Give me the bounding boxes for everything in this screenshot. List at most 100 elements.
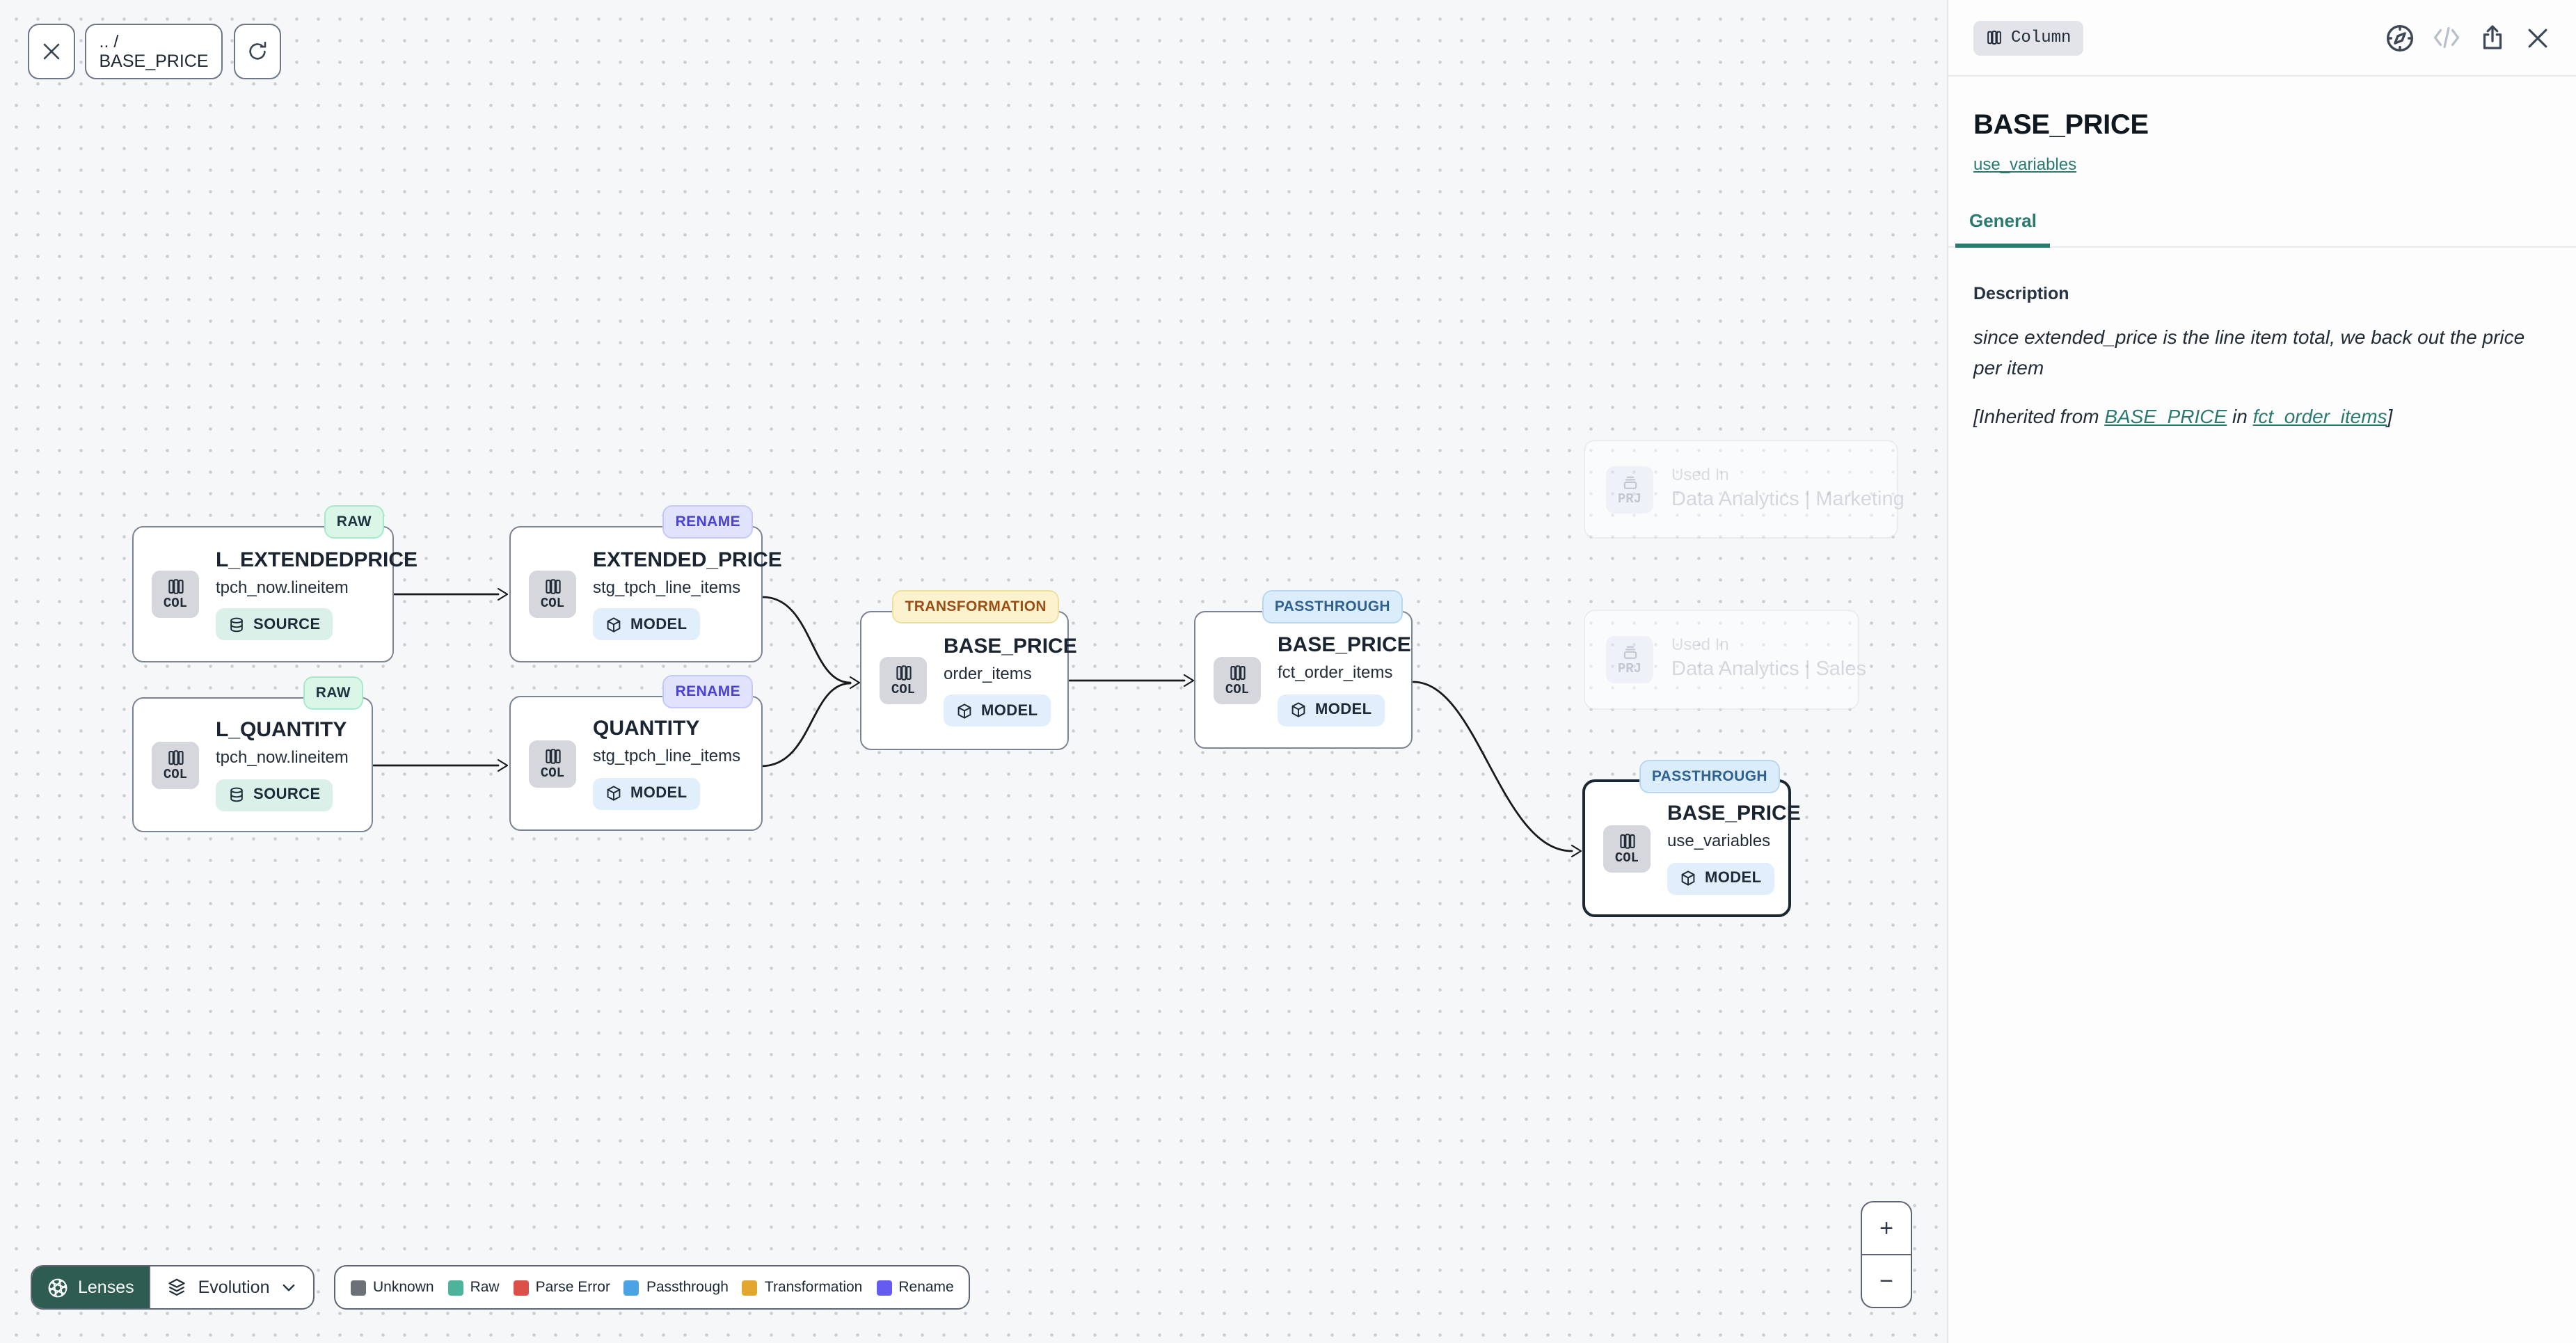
column-type-chip: COL	[152, 571, 199, 618]
database-icon	[228, 616, 245, 633]
description-label: Description	[1973, 284, 2069, 303]
node-subtitle: stg_tpch_line_items	[593, 746, 741, 766]
legend-swatch	[447, 1280, 463, 1295]
panel-title: BASE_PRICE	[1973, 110, 2149, 141]
zoom-controls: + −	[1861, 1201, 1912, 1308]
description-section: Description since extended_price is the …	[1973, 284, 2551, 432]
model-cube-icon	[1680, 870, 1696, 887]
node-title: QUANTITY	[593, 717, 700, 741]
used-in-name: Data Analytics | Marketing	[1671, 488, 1905, 511]
legend-item: Rename	[876, 1279, 954, 1296]
node-badge: RENAME	[662, 675, 753, 708]
columns-icon	[894, 665, 912, 683]
close-lineage-button[interactable]	[28, 24, 75, 79]
legend-item: Passthrough	[623, 1279, 729, 1296]
zoom-out-button[interactable]: −	[1879, 1267, 1893, 1294]
node-l-quantity[interactable]: RAW COL L_QUANTITY tpch_now.lineitem SOU…	[132, 676, 373, 832]
inherited-note: [Inherited from BASE_PRICE in fct_order_…	[1973, 405, 2393, 428]
columns-icon	[543, 747, 562, 765]
node-subtitle: stg_tpch_line_items	[593, 577, 741, 597]
node-base-price-use-variables[interactable]: PASSTHROUGH COL BASE_PRICE use_variables…	[1582, 760, 1801, 917]
edge-layer	[372, 587, 1582, 858]
model-cube-icon	[605, 785, 622, 802]
edge-fctorderitems-usevariables	[1412, 681, 1573, 852]
share-icon[interactable]	[2479, 24, 2506, 51]
node-title: BASE_PRICE	[944, 634, 1077, 658]
legend-item: Transformation	[742, 1279, 862, 1296]
used-in-name: Data Analytics | Sales	[1671, 658, 1866, 681]
node-kind-chip: MODEL	[593, 777, 700, 810]
arrowhead	[1571, 844, 1582, 858]
edge-quantity-baseprice	[760, 682, 852, 768]
lens-legend: Unknown Raw Parse Error Passthrough Tran…	[334, 1265, 971, 1310]
legend-item: Raw	[447, 1279, 500, 1296]
breadcrumb[interactable]: .. / BASE_PRICE	[85, 24, 223, 79]
tab-general[interactable]: General	[1955, 202, 2051, 248]
chevron-down-icon	[281, 1281, 296, 1294]
project-type-chip: PRJ	[1606, 466, 1653, 513]
column-type-chip: COL	[529, 740, 576, 787]
node-base-price-order-items[interactable]: TRANSFORMATION COL BASE_PRICE order_item…	[860, 590, 1077, 750]
compass-icon[interactable]	[2385, 23, 2415, 52]
node-badge: RENAME	[662, 505, 753, 539]
edge-extendedprice-baseprice	[761, 596, 852, 684]
node-badge: RAW	[303, 676, 363, 710]
node-title: EXTENDED_PRICE	[593, 548, 782, 572]
columns-icon	[166, 749, 184, 767]
columns-icon	[543, 578, 562, 596]
node-badge: PASSTHROUGH	[1262, 590, 1403, 623]
columns-icon	[1618, 832, 1636, 850]
node-kind-chip: SOURCE	[216, 779, 333, 811]
node-kind-chip: SOURCE	[216, 608, 333, 641]
node-badge: TRANSFORMATION	[892, 590, 1059, 623]
close-panel-icon[interactable]	[2525, 24, 2551, 51]
model-cube-icon	[1290, 701, 1307, 718]
projects-icon	[1621, 644, 1639, 662]
column-type-chip: COL	[529, 571, 576, 618]
details-panel: Column BASE_PRICE use_variables General …	[1947, 0, 2576, 1343]
node-quantity[interactable]: RENAME COL QUANTITY stg_tpch_line_items …	[509, 675, 763, 831]
legend-swatch	[876, 1280, 892, 1295]
used-in-sales-node[interactable]: PRJ Used In Data Analytics | Sales	[1584, 610, 1866, 710]
zoom-in-button[interactable]: +	[1862, 1202, 1911, 1255]
lineage-canvas[interactable]: .. / BASE_PRICE RAW COL L_EXTENDEDPRICE …	[0, 0, 1947, 1343]
lens-selected-value: Evolution	[198, 1278, 270, 1297]
description-text: since extended_price is the line item to…	[1973, 326, 2525, 379]
node-l-extendedprice[interactable]: RAW COL L_EXTENDEDPRICE tpch_now.lineite…	[132, 505, 418, 662]
lens-select[interactable]: Evolution	[149, 1266, 313, 1308]
node-subtitle: order_items	[944, 663, 1032, 683]
model-cube-icon	[605, 616, 622, 633]
node-base-price-fct-order-items[interactable]: PASSTHROUGH COL BASE_PRICE fct_order_ite…	[1194, 590, 1413, 749]
column-type-chip: COL	[1603, 825, 1651, 872]
node-kind-chip: MODEL	[1278, 694, 1385, 726]
used-in-marketing-node[interactable]: PRJ Used In Data Analytics | Marketing	[1584, 440, 1905, 539]
close-icon	[40, 40, 63, 63]
lenses-button[interactable]: Lenses	[32, 1266, 150, 1308]
panel-tabs: General	[1948, 202, 2576, 248]
node-subtitle: use_variables	[1667, 831, 1771, 851]
inherited-column-link[interactable]: BASE_PRICE	[2104, 405, 2227, 428]
lenses-control[interactable]: Lenses Evolution	[31, 1265, 315, 1310]
node-extended-price[interactable]: RENAME COL EXTENDED_PRICE stg_tpch_line_…	[509, 505, 782, 662]
legend-swatch	[623, 1280, 639, 1295]
projects-icon	[1621, 473, 1639, 491]
node-title: L_QUANTITY	[216, 718, 347, 742]
entity-type-badge: Column	[1973, 20, 2084, 55]
legend-swatch	[742, 1280, 758, 1295]
node-kind-chip: MODEL	[1667, 862, 1774, 895]
used-in-label: Used In	[1671, 464, 1729, 484]
inherited-model-link[interactable]: fct_order_items	[2252, 405, 2387, 428]
columns-icon	[1228, 664, 1246, 682]
column-type-chip: COL	[1214, 656, 1261, 704]
column-type-chip: COL	[880, 657, 927, 704]
node-kind-chip: MODEL	[944, 694, 1051, 727]
code-icon[interactable]	[2433, 24, 2460, 51]
used-in-label: Used In	[1671, 635, 1729, 655]
column-type-chip: COL	[152, 741, 199, 788]
columns-icon	[1986, 29, 2003, 46]
model-link[interactable]: use_variables	[1973, 154, 2077, 174]
node-title: L_EXTENDEDPRICE	[216, 548, 418, 572]
refresh-button[interactable]	[234, 24, 281, 79]
columns-icon	[166, 578, 184, 596]
